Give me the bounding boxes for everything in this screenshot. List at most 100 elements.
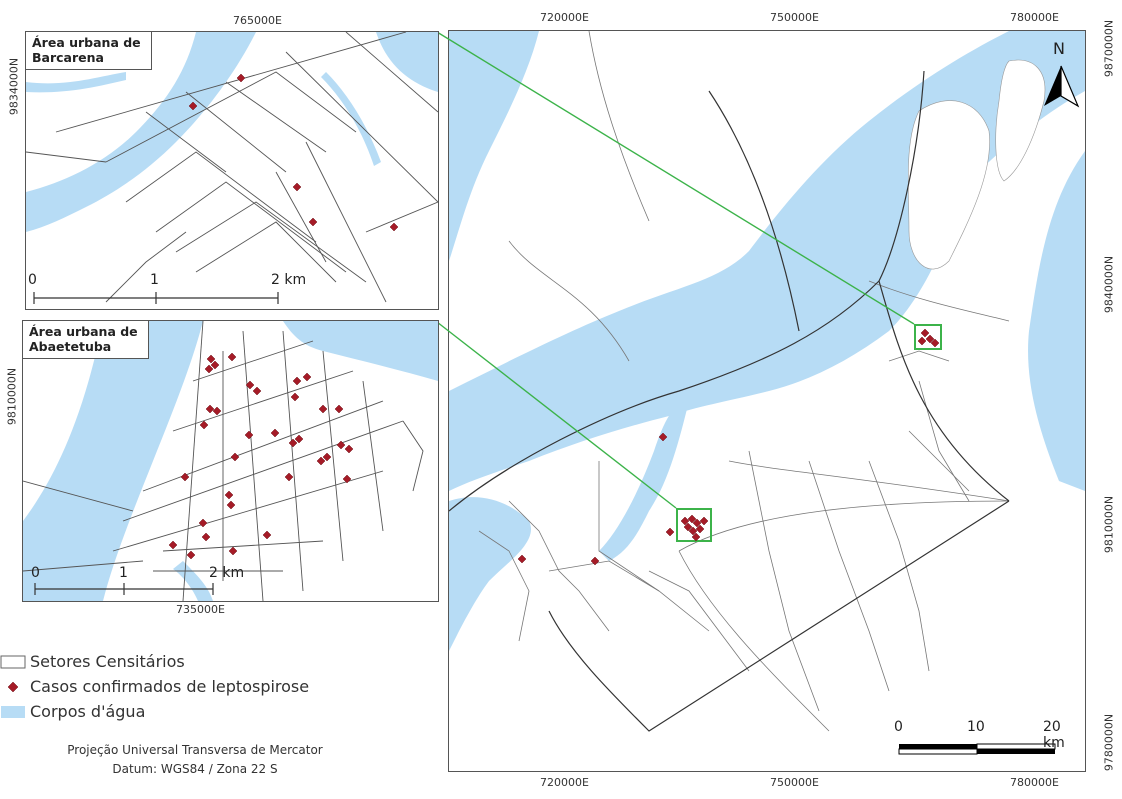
main-case-marker: [517, 554, 527, 564]
abaetetuba-case-marker: [230, 452, 240, 462]
inset-barcarena-title: Área urbana de Barcarena: [26, 32, 152, 70]
main-case-marker: [658, 432, 668, 442]
main-top-tick-780000: 780000E: [1010, 11, 1059, 24]
abaetetuba-river: [23, 321, 203, 601]
main-case-marker: [680, 516, 690, 526]
abaetetuba-case-marker: [292, 376, 302, 386]
main-map-frame: N 0 10 20 km: [448, 30, 1086, 772]
main-river-southwest: [449, 497, 531, 651]
barcarena-case-marker: [308, 217, 318, 227]
projection-line1: Projeção Universal Transversa de Mercato…: [67, 743, 323, 757]
barcarena-case-marker: [188, 101, 198, 111]
main-bottom-tick-780000: 780000E: [1010, 776, 1059, 789]
projection-line2: Datum: WGS84 / Zona 22 S: [112, 762, 278, 776]
inset-barcarena-title-line2: Barcarena: [32, 50, 104, 65]
abaetetuba-case-marker: [227, 352, 237, 362]
main-northwest-water: [449, 31, 539, 261]
abaetetuba-case-marker: [201, 532, 211, 542]
abaetetuba-case-marker: [288, 438, 298, 448]
barcarena-creek: [26, 72, 126, 93]
abaetetuba-case-marker: [206, 354, 216, 364]
inset-abaetetuba-frame: Área urbana de Abaetetuba 0 1 2 km: [22, 320, 439, 602]
abaetetuba-bottom-tick: 735000E: [176, 603, 225, 616]
main-case-marker: [691, 532, 701, 542]
main-case-marker: [930, 338, 940, 348]
abaetetuba-scale-label-0: 0: [31, 565, 40, 581]
main-municipal-boundaries: [449, 70, 1010, 732]
legend-item-casos: Casos confirmados de leptospirose: [7, 677, 310, 696]
barcarena-river: [26, 32, 256, 232]
polygon-outline-icon: [0, 655, 26, 669]
main-case-marker: [683, 522, 693, 532]
main-locator-abaetetuba[interactable]: [676, 508, 712, 542]
main-top-tick-720000: 720000E: [540, 11, 589, 24]
barcarena-left-tick: 9834000N: [7, 57, 21, 116]
barcarena-scale-bar: [33, 292, 279, 304]
abaetetuba-case-marker: [344, 444, 354, 454]
legend-item-corpos: Corpos d'água: [1, 702, 145, 721]
abaetetuba-case-marker: [212, 406, 222, 416]
abaetetuba-river-south: [173, 561, 213, 601]
main-case-marker: [699, 516, 709, 526]
abaetetuba-case-marker: [180, 472, 190, 482]
main-bottom-tick-720000: 720000E: [540, 776, 589, 789]
abaetetuba-case-marker: [336, 440, 346, 450]
abaetetuba-case-marker: [199, 420, 209, 430]
abaetetuba-case-marker: [204, 364, 214, 374]
main-bottom-tick-750000: 750000E: [770, 776, 819, 789]
inset-barcarena-frame: Área urbana de Barcarena 0 1 2 km: [25, 31, 439, 310]
main-case-markers: [517, 328, 940, 566]
abaetetuba-case-marker: [322, 452, 332, 462]
abaetetuba-scale-label-2km: 2 km: [209, 565, 245, 581]
barcarena-scale-label-0: 0: [28, 272, 37, 288]
abaetetuba-case-marker: [252, 386, 262, 396]
abaetetuba-case-marker: [168, 540, 178, 550]
main-sector-lines: [478, 31, 1010, 732]
main-river-east: [1028, 151, 1085, 491]
legend-label-casos: Casos confirmados de leptospirose: [30, 677, 310, 696]
inset-barcarena-canvas: [26, 32, 438, 304]
abaetetuba-case-marker: [224, 490, 234, 500]
water-fill-icon: [1, 706, 25, 718]
main-case-marker: [687, 514, 697, 524]
barcarena-creek-east: [321, 72, 381, 166]
abaetetuba-case-markers: [168, 352, 354, 560]
main-case-marker: [665, 527, 675, 537]
main-case-marker: [688, 526, 698, 536]
barcarena-scale-label-1: 1: [150, 272, 159, 288]
inset-abaetetuba-canvas: [23, 321, 438, 601]
abaetetuba-case-marker: [210, 360, 220, 370]
barcarena-sector-lines: [26, 32, 438, 303]
barcarena-top-tick: 765000E: [233, 14, 282, 27]
abaetetuba-case-marker: [245, 380, 255, 390]
north-arrow-icon: [1044, 65, 1080, 108]
barcarena-case-marker: [389, 222, 399, 232]
barcarena-case-marker: [236, 73, 246, 83]
main-case-marker: [695, 524, 705, 534]
barcarena-case-marker: [292, 182, 302, 192]
main-case-marker: [920, 328, 930, 338]
barcarena-scale-label-2km: 2 km: [271, 272, 307, 288]
abaetetuba-case-marker: [226, 500, 236, 510]
main-locator-barcarena[interactable]: [914, 324, 942, 350]
abaetetuba-case-marker: [302, 372, 312, 382]
abaetetuba-case-marker: [262, 530, 272, 540]
legend-label-setores: Setores Censitários: [30, 652, 185, 671]
legend: Setores Censitários Casos confirmados de…: [0, 650, 420, 730]
inset-abaetetuba-title-line1: Área urbana de: [29, 324, 138, 339]
legend-item-setores: Setores Censitários: [0, 652, 185, 671]
abaetetuba-case-marker: [284, 472, 294, 482]
main-case-marker: [590, 556, 600, 566]
barcarena-case-markers: [188, 73, 399, 232]
north-label: N: [1053, 39, 1065, 58]
abaetetuba-case-marker: [290, 392, 300, 402]
main-top-tick-750000: 750000E: [770, 11, 819, 24]
main-case-marker: [692, 518, 702, 528]
inset-barcarena-title-line1: Área urbana de: [32, 35, 141, 50]
main-scale-bar: [898, 743, 1056, 755]
main-scale-label-0: 0: [894, 719, 903, 735]
abaetetuba-case-marker: [228, 546, 238, 556]
abaetetuba-case-marker: [342, 474, 352, 484]
abaetetuba-case-marker: [316, 456, 326, 466]
